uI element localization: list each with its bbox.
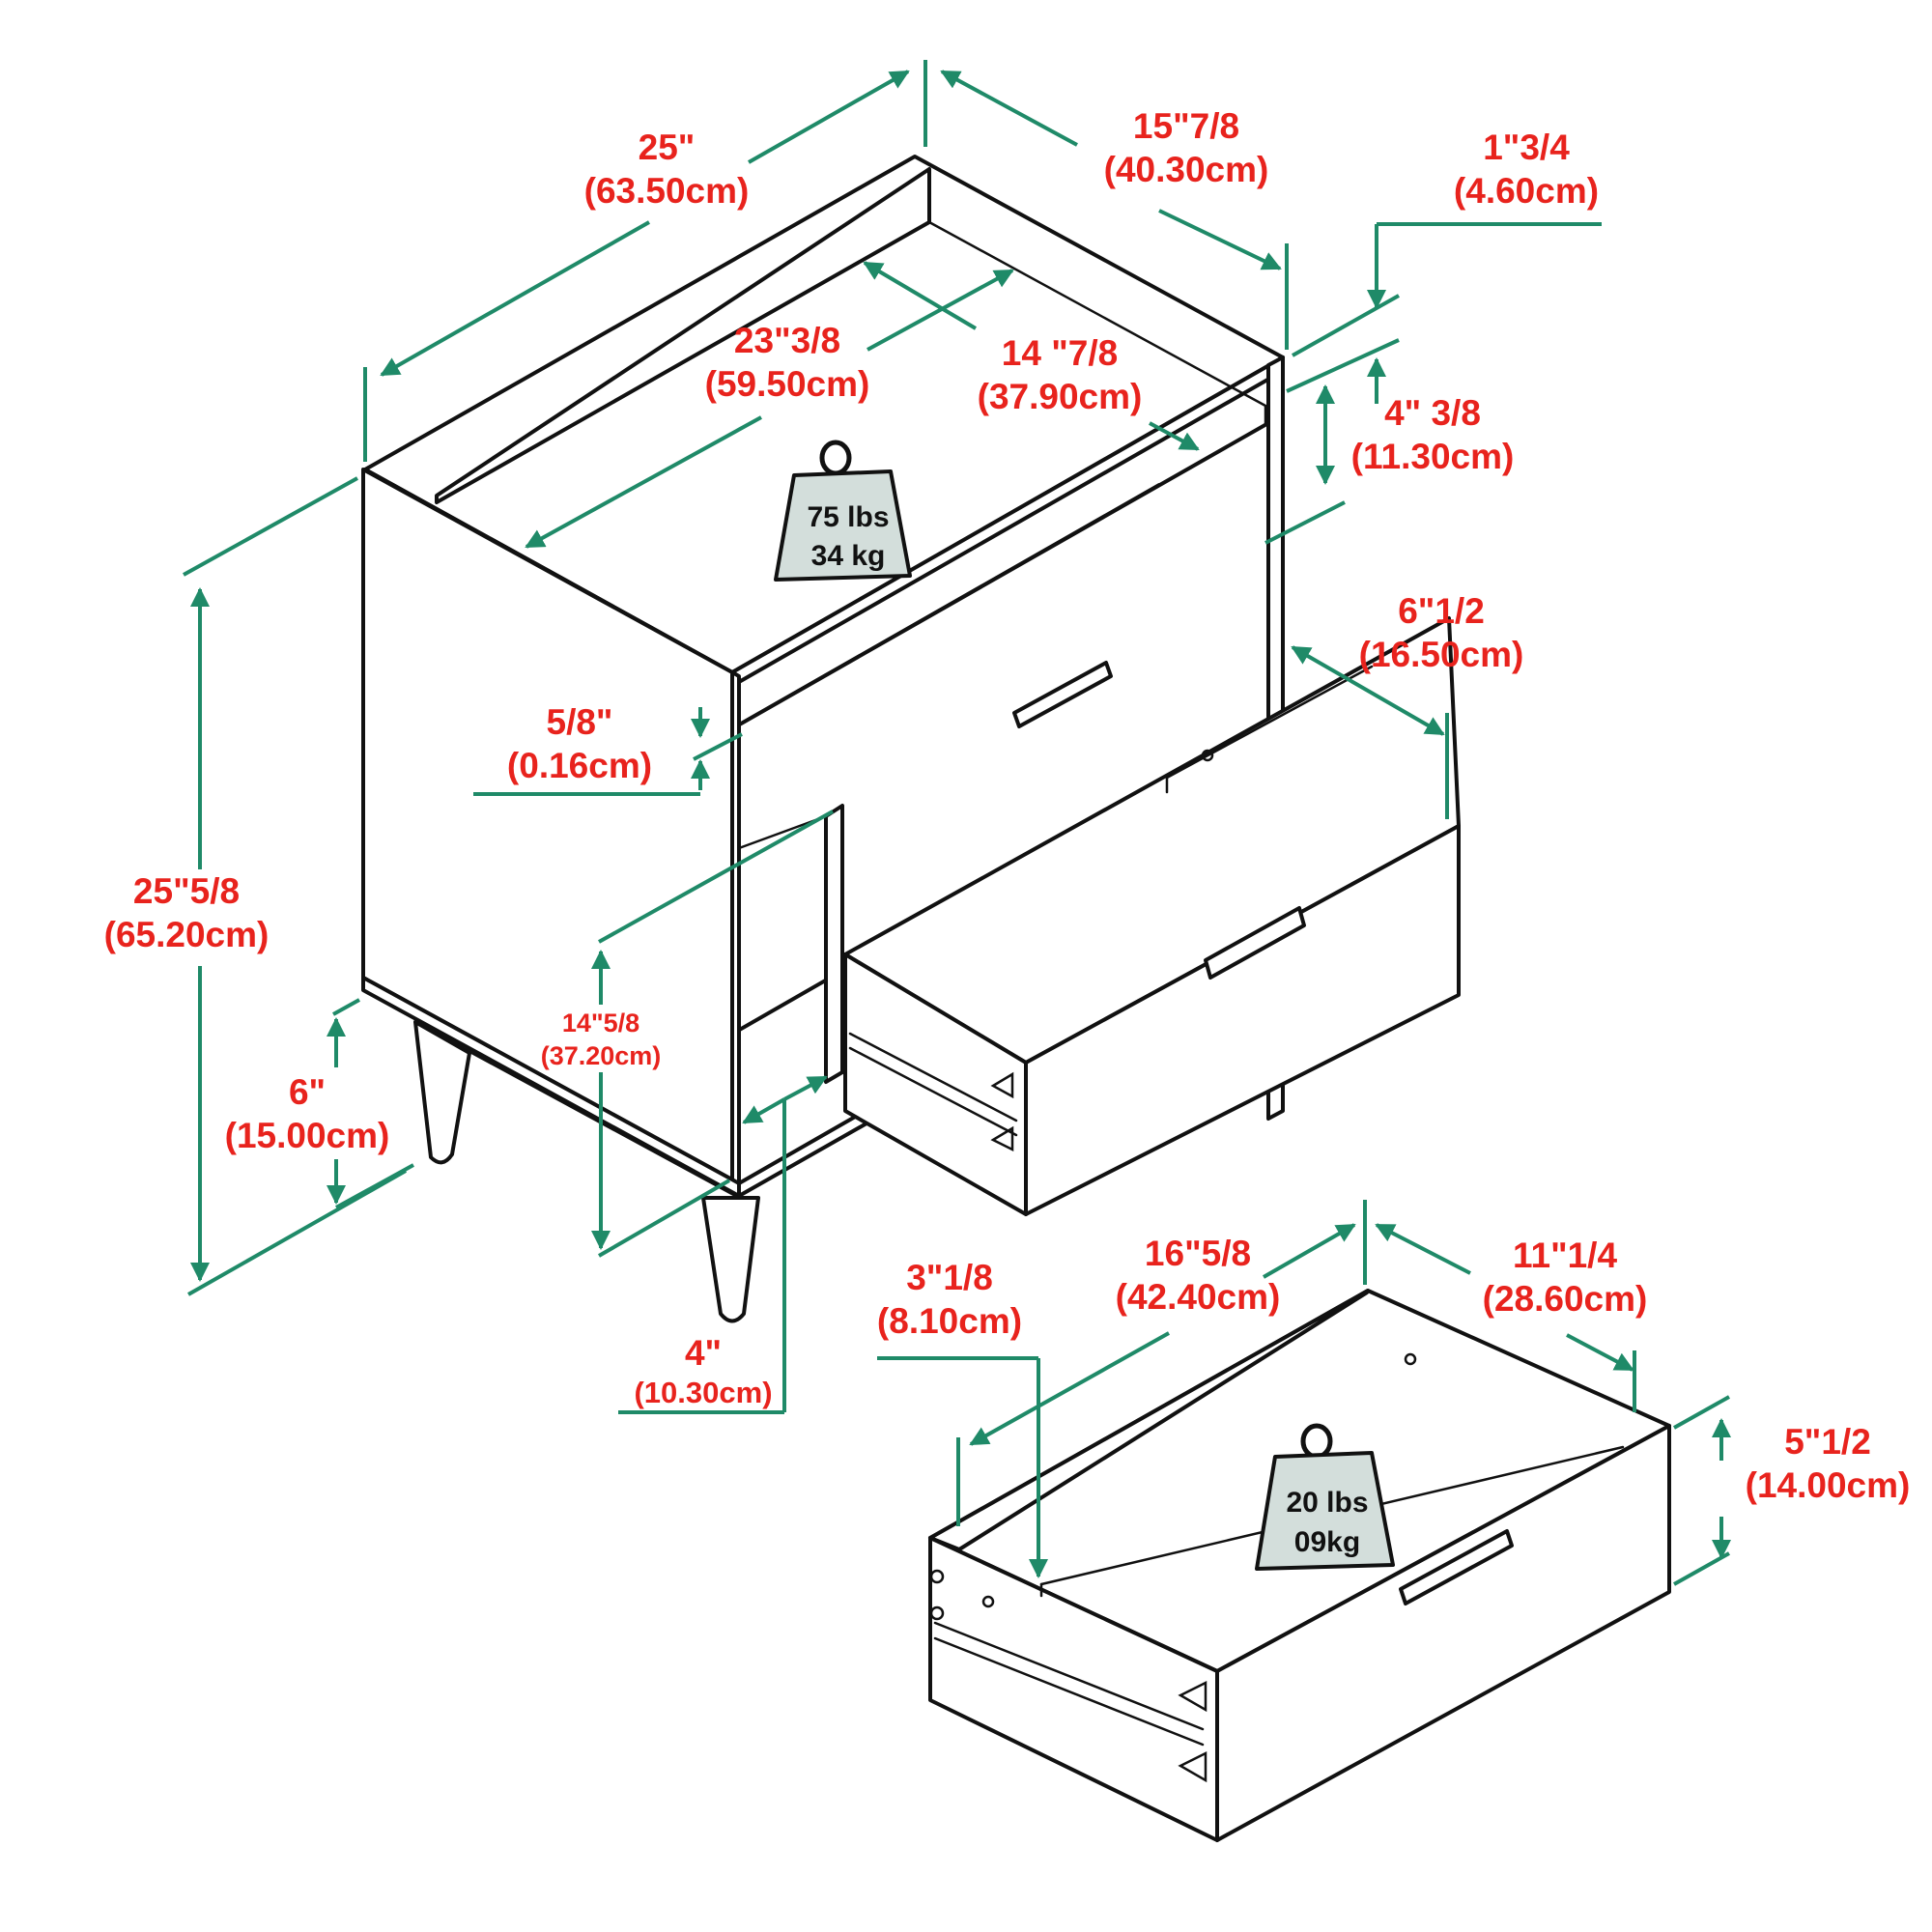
dimension-labels: 25" (63.50cm) 15"7/8 (40.30cm) 1"3/4 (4.… bbox=[104, 106, 1911, 1505]
label-drawer-height-in: 5"1/2 bbox=[1784, 1422, 1871, 1462]
label-drawer-front-in: 6"1/2 bbox=[1398, 591, 1485, 631]
weight-icon-drawer: 20 lbs 09kg bbox=[1255, 1423, 1395, 1571]
label-leg-inset-in: 4" bbox=[685, 1333, 722, 1373]
label-inner-width-cm: (59.50cm) bbox=[705, 364, 870, 404]
label-shelf-height-cm: (11.30cm) bbox=[1351, 437, 1515, 476]
label-drawer-width-cm: (42.40cm) bbox=[1116, 1277, 1281, 1317]
label-panel-in: 5/8" bbox=[547, 702, 613, 742]
label-drawer-side-cm: (8.10cm) bbox=[877, 1301, 1022, 1341]
label-drawer-width-in: 16"5/8 bbox=[1145, 1234, 1251, 1273]
weight-icon-cabinet: 75 lbs 34 kg bbox=[774, 440, 912, 582]
label-drawer-front-cm: (16.50cm) bbox=[1359, 635, 1524, 674]
label-leg-height-cm: (15.00cm) bbox=[225, 1116, 390, 1155]
nightstand-cabinet bbox=[361, 155, 1461, 1323]
label-drawer-depth-cm: (28.60cm) bbox=[1483, 1279, 1648, 1319]
label-drawer-side-in: 3"1/8 bbox=[906, 1258, 993, 1297]
label-total-height-cm: (65.20cm) bbox=[104, 915, 270, 954]
label-top-thickness-in: 1"3/4 bbox=[1483, 128, 1570, 167]
cabinet-weight-lbs: 75 lbs bbox=[807, 501, 889, 533]
label-width-top-cm: (63.50cm) bbox=[584, 171, 750, 211]
label-total-height-in: 25"5/8 bbox=[133, 871, 240, 911]
label-leg-height-in: 6" bbox=[289, 1072, 326, 1112]
label-top-thickness-cm: (4.60cm) bbox=[1454, 171, 1599, 211]
label-inner-depth-cm: (37.90cm) bbox=[978, 377, 1143, 416]
label-inner-depth-in: 14 "7/8 bbox=[1002, 333, 1118, 373]
drawer-weight-kg: 09kg bbox=[1294, 1526, 1360, 1558]
label-depth-top-cm: (40.30cm) bbox=[1104, 150, 1269, 189]
label-inner-width-in: 23"3/8 bbox=[734, 321, 840, 360]
label-cubby-height-cm: (37.20cm) bbox=[541, 1041, 662, 1070]
label-width-top-in: 25" bbox=[639, 128, 696, 167]
cabinet-weight-kg: 34 kg bbox=[811, 540, 886, 572]
drawer-weight-lbs: 20 lbs bbox=[1286, 1487, 1368, 1519]
label-leg-inset-cm: (10.30cm) bbox=[634, 1376, 772, 1409]
label-drawer-depth-in: 11"1/4 bbox=[1513, 1236, 1618, 1275]
label-panel-cm: (0.16cm) bbox=[507, 746, 652, 785]
label-cubby-height-in: 14"5/8 bbox=[562, 1009, 639, 1037]
label-depth-top-in: 15"7/8 bbox=[1133, 106, 1239, 146]
dimension-lines bbox=[183, 60, 1731, 1586]
label-drawer-height-cm: (14.00cm) bbox=[1746, 1465, 1911, 1505]
label-shelf-height-in: 4" 3/8 bbox=[1384, 393, 1481, 433]
